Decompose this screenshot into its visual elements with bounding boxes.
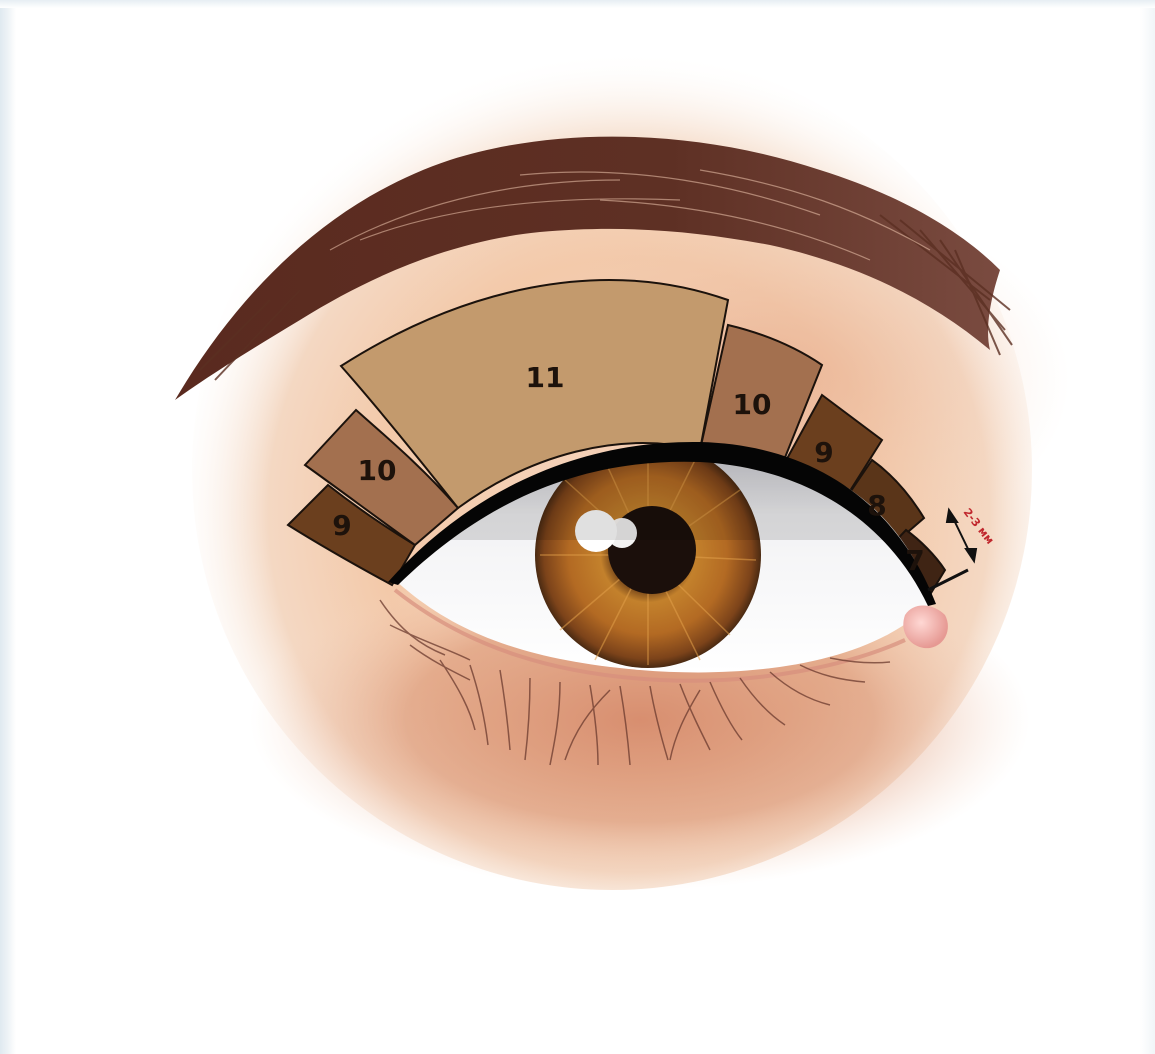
zone-label-center-11: 11: [526, 361, 565, 394]
zone-label-outer-7: 7: [905, 544, 924, 577]
zone-label-outer-8: 8: [867, 489, 886, 522]
zone-label-outer-10: 10: [733, 388, 772, 421]
zone-label-inner-10: 10: [358, 454, 397, 487]
zone-label-outer-9: 9: [814, 436, 833, 469]
zone-label-inner-9: 9: [332, 509, 351, 542]
